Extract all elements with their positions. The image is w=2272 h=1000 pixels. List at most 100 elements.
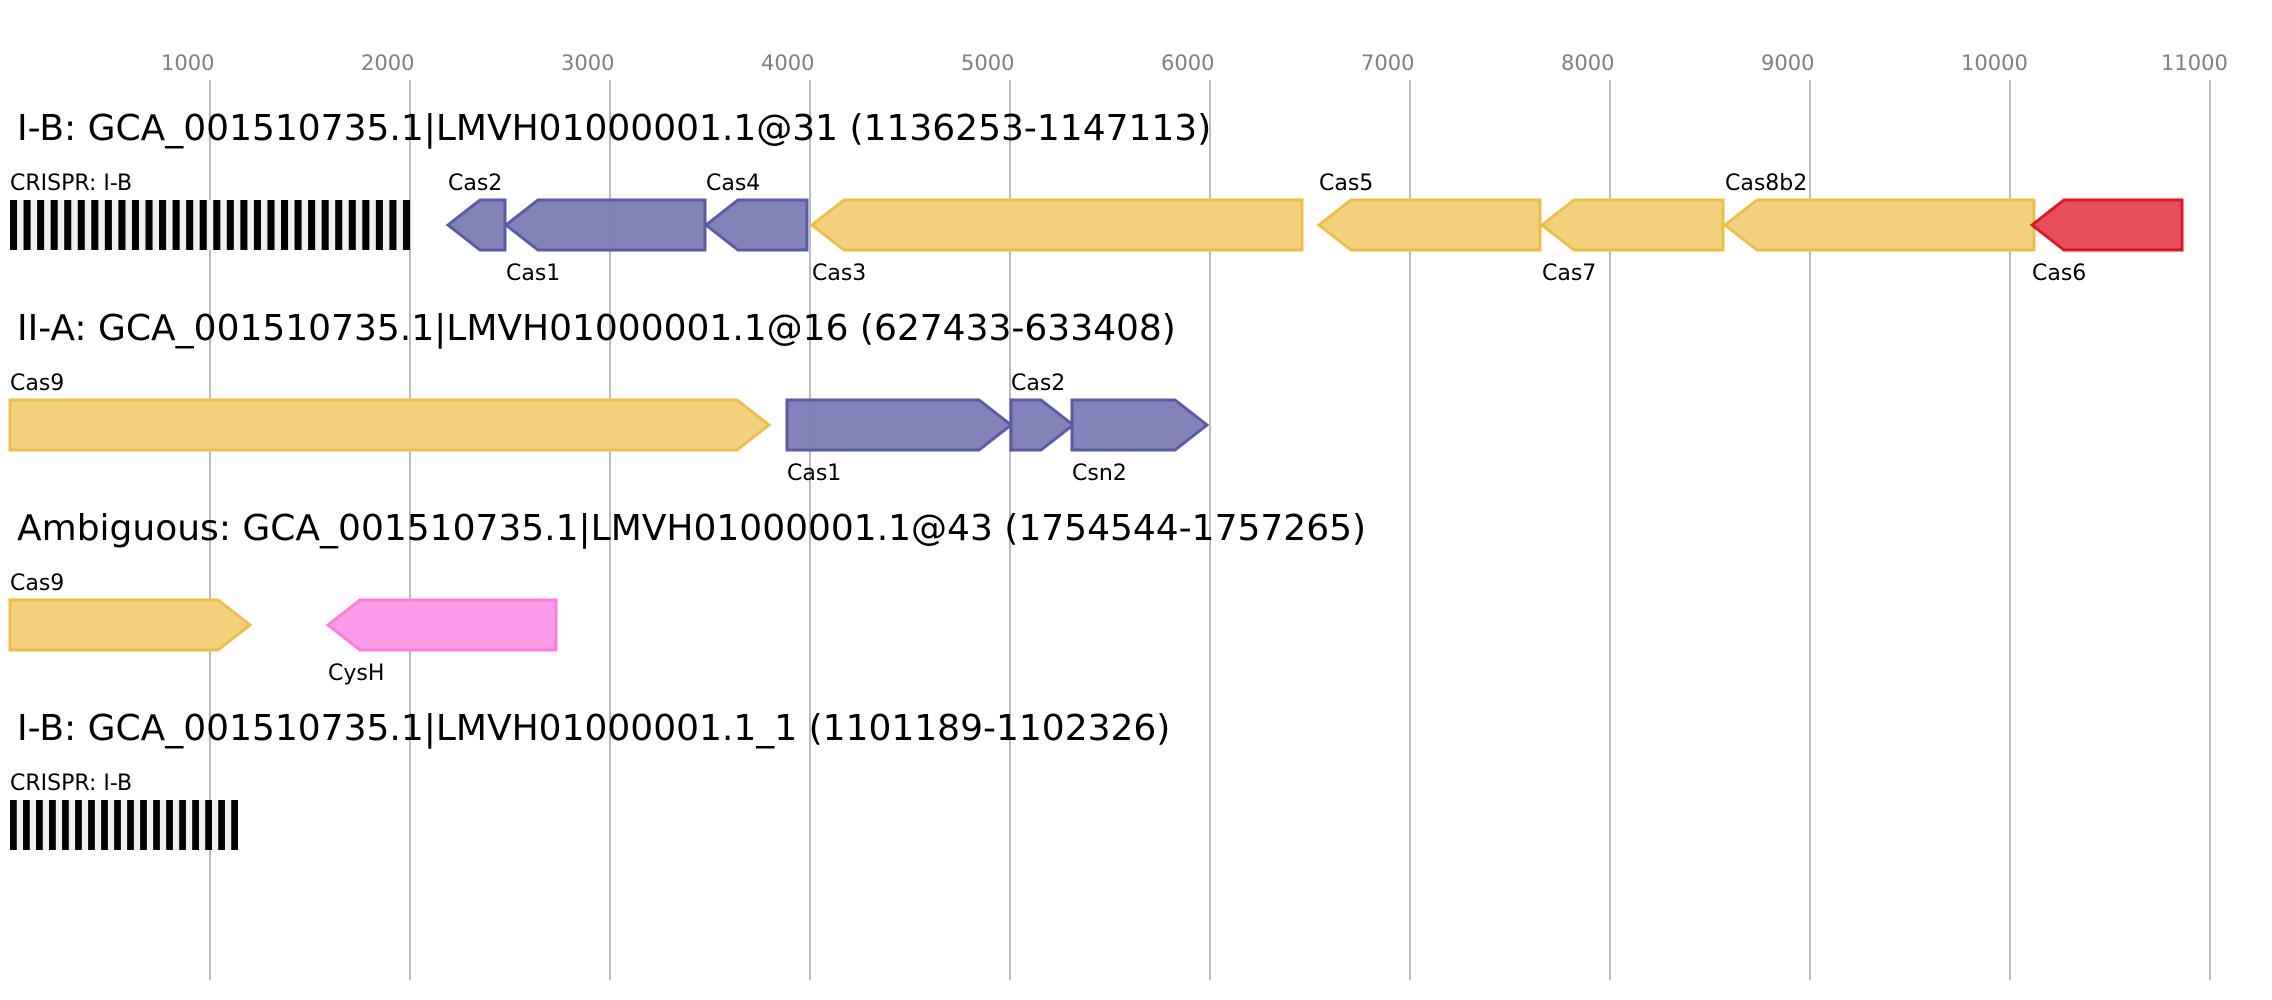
crispr-repeat: [37, 200, 45, 250]
gene-arrow-cas9[interactable]: [8, 598, 253, 652]
crispr-repeat: [205, 800, 212, 850]
crispr-repeat: [10, 200, 18, 250]
axis-tick-label: 10000: [1961, 51, 2028, 75]
feature-label: Cas6: [2032, 261, 2086, 286]
crispr-array[interactable]: [10, 800, 238, 850]
feature-label: Cas3: [812, 261, 866, 286]
crispr-repeat: [104, 200, 112, 250]
feature-label: Cas7: [1542, 261, 1596, 286]
feature-label: CRISPR: I-B: [10, 171, 132, 196]
crispr-repeat: [114, 800, 121, 850]
crispr-array-background: [10, 200, 410, 250]
gene-arrow-cas1[interactable]: [785, 398, 1014, 452]
crispr-repeat: [36, 800, 43, 850]
crispr-repeat: [75, 800, 82, 850]
crispr-array-background: [10, 800, 238, 850]
crispr-repeat: [101, 800, 108, 850]
crispr-repeat: [186, 200, 194, 250]
axis-tick-label: 9000: [1761, 51, 1814, 75]
gene-arrow-csn2[interactable]: [1070, 398, 1210, 452]
crispr-repeat: [281, 200, 289, 250]
crispr-repeat: [192, 800, 199, 850]
crispr-repeat: [267, 200, 275, 250]
crispr-repeat: [335, 200, 343, 250]
crispr-repeat: [231, 800, 238, 850]
crispr-repeat: [172, 200, 180, 250]
feature-label: CRISPR: I-B: [10, 771, 132, 796]
crispr-repeat: [389, 200, 397, 250]
feature-label: Cas2: [448, 171, 502, 196]
crispr-repeat: [179, 800, 186, 850]
locus-track: I-B: GCA_001510735.1|LMVH01000001.1_1 (1…: [10, 708, 1170, 850]
locus-title: II-A: GCA_001510735.1|LMVH01000001.1@16 …: [17, 308, 1176, 349]
gene-arrow-cysh[interactable]: [325, 598, 558, 652]
locus-track: I-B: GCA_001510735.1|LMVH01000001.1@31 (…: [10, 108, 2184, 286]
locus-title: I-B: GCA_001510735.1|LMVH01000001.1_1 (1…: [17, 708, 1170, 749]
crispr-repeat: [153, 800, 160, 850]
axis-tick-label: 6000: [1161, 51, 1214, 75]
crispr-repeat: [253, 200, 261, 250]
axis-tick-label: 7000: [1361, 51, 1414, 75]
crispr-repeat: [64, 200, 72, 250]
feature-label: Cas1: [506, 261, 560, 286]
crispr-repeat: [294, 200, 302, 250]
crispr-repeat: [348, 200, 356, 250]
gene-arrow-cas9[interactable]: [8, 398, 772, 452]
crispr-repeat: [50, 200, 58, 250]
axis-tick-label: 1000: [161, 51, 214, 75]
gene-arrow-cas2[interactable]: [1009, 398, 1076, 452]
crispr-repeat: [127, 800, 134, 850]
crispr-repeat: [88, 800, 95, 850]
crispr-repeat: [226, 200, 234, 250]
feature-label: Cas4: [706, 171, 760, 196]
crispr-repeat: [375, 200, 383, 250]
gene-arrow-cas2[interactable]: [445, 198, 507, 252]
gene-arrow-cas7[interactable]: [1539, 198, 1725, 252]
gene-arrow-cas6[interactable]: [2029, 198, 2184, 252]
locus-track: Ambiguous: GCA_001510735.1|LMVH01000001.…: [8, 508, 1366, 686]
gene-arrow-cas8b2[interactable]: [1722, 198, 2036, 252]
axis-tick-label: 5000: [961, 51, 1014, 75]
axis-tick-label: 11000: [2161, 51, 2228, 75]
feature-label: Cas1: [787, 461, 841, 486]
axis-tick-label: 4000: [761, 51, 814, 75]
crispr-repeat: [62, 800, 69, 850]
crispr-repeat: [10, 800, 17, 850]
crispr-repeat: [362, 200, 370, 250]
crispr-repeat: [308, 200, 316, 250]
feature-label: Cas8b2: [1725, 171, 1807, 196]
crispr-array[interactable]: [10, 200, 410, 250]
crispr-repeat: [159, 200, 167, 250]
gene-arrow-cas5[interactable]: [1316, 198, 1542, 252]
feature-label: Cas2: [1011, 371, 1065, 396]
locus-title: Ambiguous: GCA_001510735.1|LMVH01000001.…: [17, 508, 1366, 549]
locus-track: II-A: GCA_001510735.1|LMVH01000001.1@16 …: [8, 308, 1210, 486]
crispr-repeat: [140, 800, 147, 850]
crispr-repeat: [402, 200, 410, 250]
feature-label: Csn2: [1072, 461, 1127, 486]
crispr-repeat: [131, 200, 139, 250]
crispr-repeat: [213, 200, 221, 250]
axis-tick-label: 8000: [1561, 51, 1614, 75]
crispr-repeat: [23, 200, 31, 250]
feature-label: Cas5: [1319, 171, 1373, 196]
feature-label: CysH: [328, 661, 384, 686]
feature-label: Cas9: [10, 371, 64, 396]
gene-arrow-cas4[interactable]: [703, 198, 809, 252]
crispr-repeat: [77, 200, 85, 250]
gene-arrow-cas1[interactable]: [503, 198, 707, 252]
axis-tick-label: 3000: [561, 51, 614, 75]
crispr-repeat: [23, 800, 30, 850]
crispr-repeat: [145, 200, 153, 250]
crispr-repeat: [49, 800, 56, 850]
gene-arrow-cas3[interactable]: [809, 198, 1304, 252]
feature-label: Cas9: [10, 571, 64, 596]
crispr-repeat: [321, 200, 329, 250]
crispr-repeat: [240, 200, 248, 250]
locus-title: I-B: GCA_001510735.1|LMVH01000001.1@31 (…: [17, 108, 1211, 149]
crispr-repeat: [166, 800, 173, 850]
crispr-repeat: [199, 200, 207, 250]
crispr-repeat: [91, 200, 99, 250]
